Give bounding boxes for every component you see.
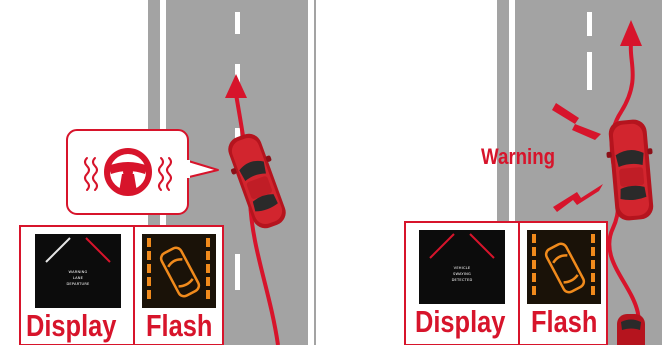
display-label: Display xyxy=(415,306,505,337)
flash-screen xyxy=(527,230,601,304)
flash-label: Flash xyxy=(531,306,597,337)
flash-screen xyxy=(142,234,216,308)
lane-departure-scene: WARNING LANE DEPARTURE Display Flash xyxy=(0,0,331,345)
vehicle-sway-scene: Warning VEHICLE SWAYING DETECTED Display… xyxy=(331,0,662,345)
flash-label: Flash xyxy=(146,310,212,341)
display-message: VEHICLE SWAYING DETECTED xyxy=(426,266,498,283)
lane-departure-illustration xyxy=(0,0,331,345)
second-car-icon xyxy=(617,314,645,345)
vehicle-sway-illustration xyxy=(331,0,662,345)
display-message: WARNING LANE DEPARTURE xyxy=(42,270,114,287)
lane-edge-line-right xyxy=(308,0,314,345)
display-label: Display xyxy=(26,310,116,341)
warning-label: Warning xyxy=(481,144,555,170)
